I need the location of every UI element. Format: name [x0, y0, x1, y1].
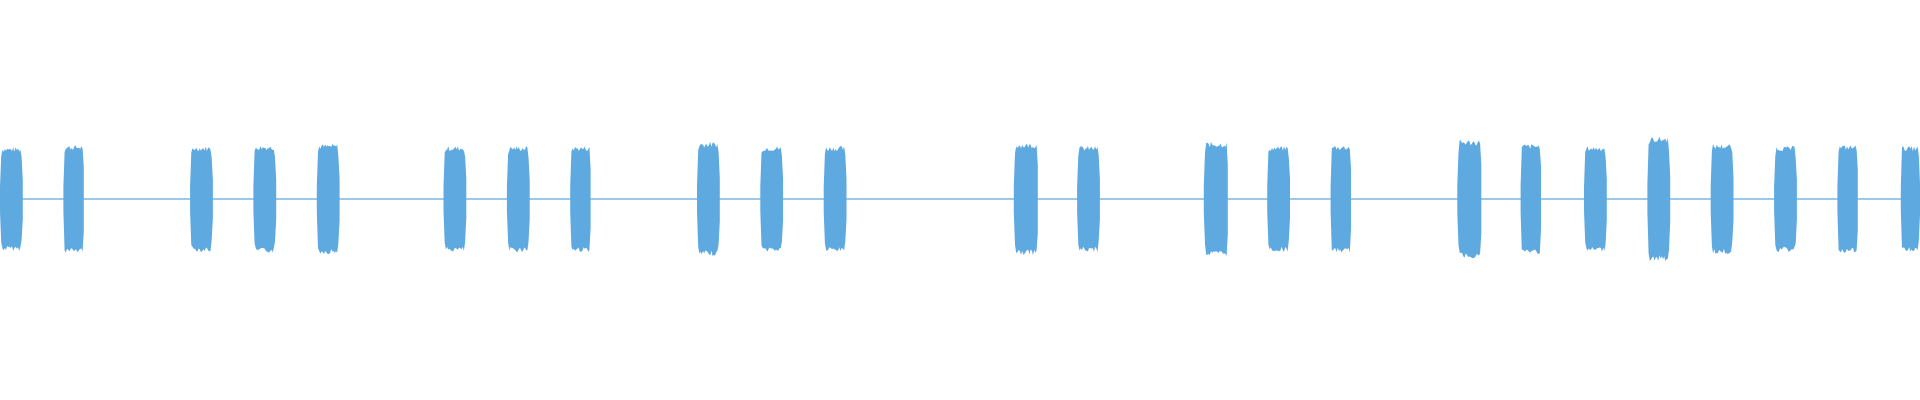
waveform-burst: [1520, 144, 1541, 254]
waveform-burst: [823, 146, 847, 251]
waveform-burst: [1584, 146, 1607, 252]
waveform-burst: [1837, 145, 1858, 253]
waveform-burst: [1203, 141, 1228, 256]
waveform-bursts: [0, 136, 1920, 261]
waveform-burst: [1267, 146, 1290, 252]
waveform-burst: [1457, 139, 1482, 259]
waveform-burst: [760, 146, 784, 252]
waveform-burst: [1330, 146, 1351, 253]
waveform-burst: [570, 146, 591, 252]
waveform-burst: [1077, 146, 1100, 252]
waveform-burst: [190, 146, 213, 252]
waveform-burst: [443, 146, 467, 252]
waveform-burst: [506, 146, 530, 252]
waveform-burst: [63, 145, 84, 253]
waveform-burst: [316, 144, 340, 255]
waveform-burst: [1774, 146, 1797, 252]
waveform-burst: [1710, 144, 1734, 254]
waveform-burst: [0, 147, 23, 251]
waveform-burst: [697, 142, 720, 257]
waveform-burst: [1013, 143, 1038, 256]
waveform-burst: [1647, 136, 1671, 261]
waveform-burst: [1900, 146, 1920, 252]
waveform-burst: [253, 146, 277, 253]
